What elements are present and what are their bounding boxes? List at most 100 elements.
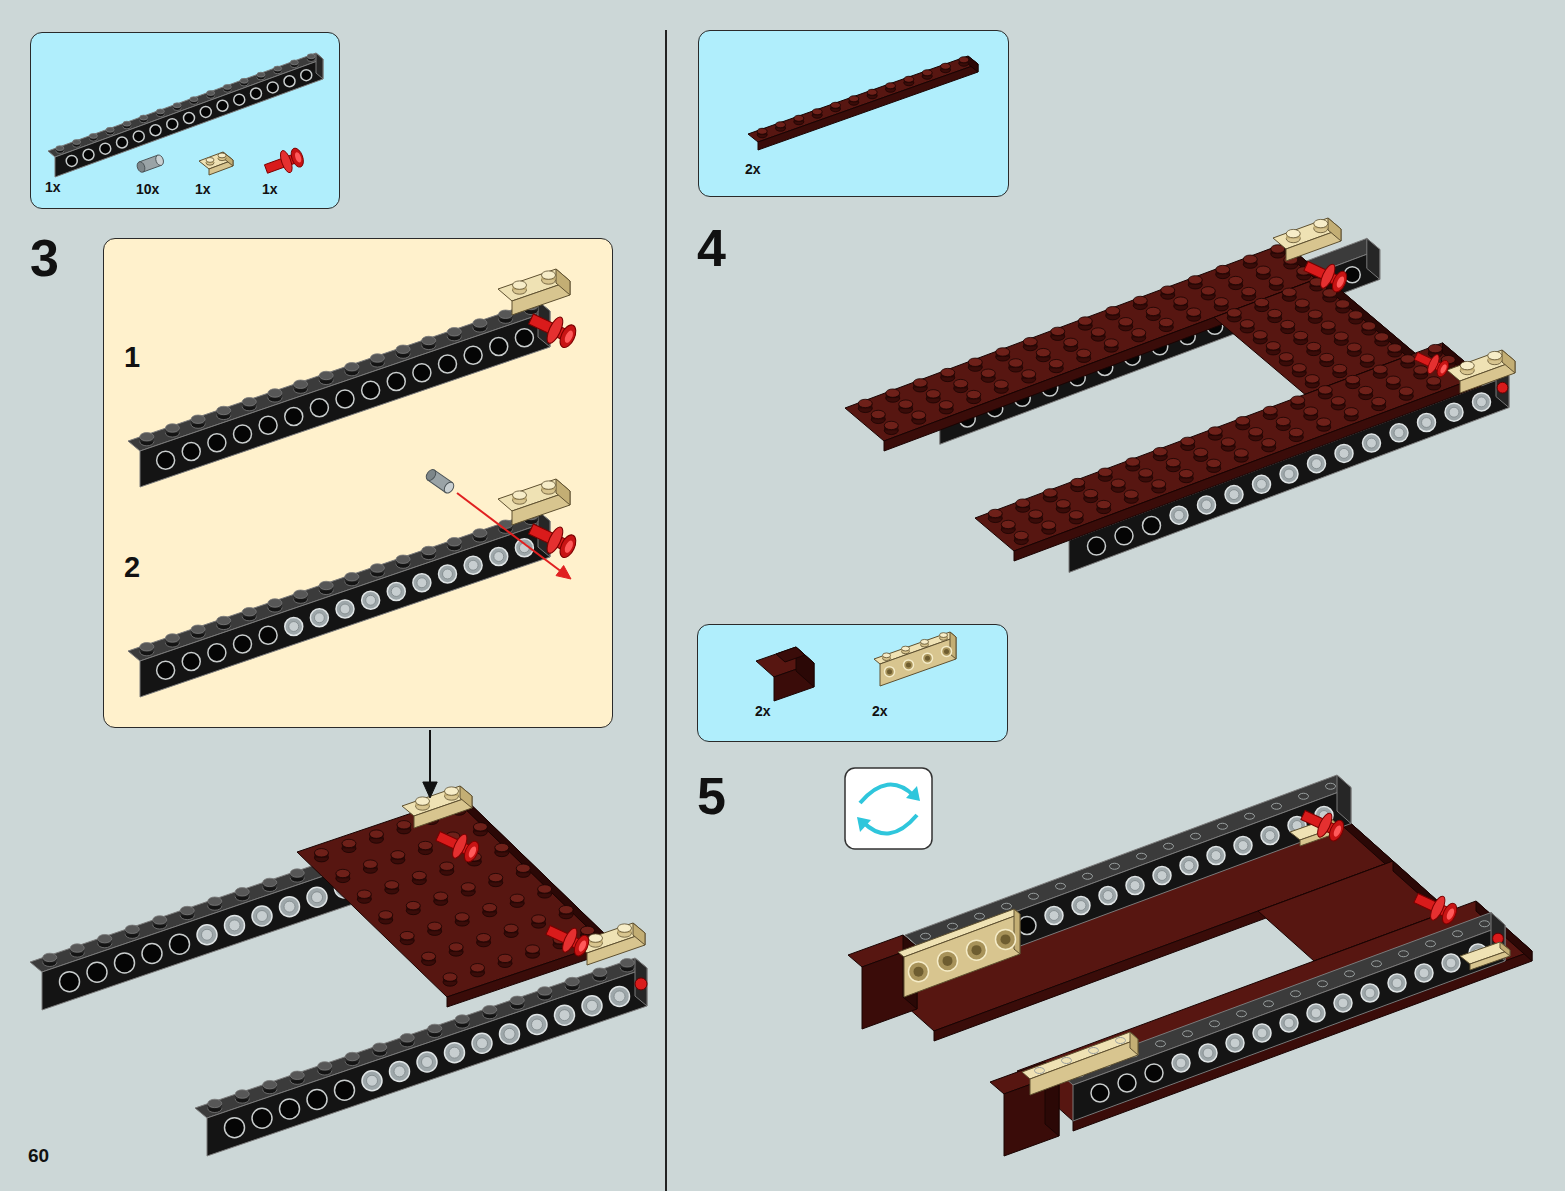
technic-beam-part	[1291, 991, 1301, 997]
technic-beam-part	[98, 934, 112, 942]
dark-red-plate-part	[1346, 375, 1360, 383]
technic-beam-part	[582, 996, 602, 1016]
dark-red-plate-part	[1281, 320, 1295, 328]
quantity-label: 10x	[136, 182, 159, 196]
technic-beam-part	[1399, 951, 1409, 957]
technic-beam-part	[394, 1066, 405, 1077]
technic-beam-part	[345, 363, 359, 371]
dark-red-plate-part	[1304, 407, 1318, 415]
technic-beam-part	[257, 911, 268, 922]
tan-plate-part	[513, 281, 527, 289]
technic-beam-part	[635, 978, 647, 990]
technic-beam-part	[1230, 1038, 1240, 1048]
technic-beam-part	[1367, 438, 1377, 448]
technic-beam-part	[56, 146, 64, 151]
technic-beam	[1059, 913, 1505, 1122]
dark-red-plate-part	[391, 851, 405, 859]
dark-red-plate-part	[1240, 320, 1254, 328]
dark-red-plate-part	[1373, 365, 1387, 373]
technic-beam-part	[1334, 994, 1352, 1012]
dark-red-plate-part	[1009, 359, 1023, 367]
insert-arrow-part	[457, 493, 560, 571]
dark-red-plate-part	[988, 509, 1002, 517]
quantity-label: 2x	[872, 704, 888, 718]
technic-beam-part	[1207, 847, 1225, 865]
technic-beam-part	[367, 1075, 378, 1086]
technic-beam-part	[1326, 783, 1336, 789]
technic-beam-part	[280, 897, 300, 917]
tan-plate-part	[445, 787, 459, 795]
dark-red-plate-part	[1359, 386, 1373, 394]
step-number: 5	[697, 770, 726, 822]
technic-beam-part	[443, 569, 453, 579]
technic-beam-part	[225, 915, 245, 935]
dark-red-plate-part	[776, 122, 786, 128]
technic-beam-part	[362, 1071, 382, 1091]
dark-red-plate-part	[532, 915, 546, 923]
technic-beam-part	[1198, 496, 1216, 514]
dark-red-plate-part	[941, 63, 951, 69]
dark-red-plate-part	[1227, 309, 1241, 317]
technic-beam-part	[1130, 881, 1140, 891]
rotate-icon-part	[863, 815, 917, 833]
technic-beam-part	[504, 1028, 515, 1039]
technic-beam-part	[208, 897, 222, 905]
dark-red-plate-part	[397, 821, 411, 829]
technic-beam-part	[115, 953, 135, 973]
parts-callout: 2x	[698, 30, 1009, 197]
technic-beam-part	[43, 953, 57, 961]
parts-callout: 1x10x1x1x	[30, 32, 340, 209]
technic-beam-part	[921, 933, 931, 939]
dark-red-plate-part	[1318, 386, 1332, 394]
tan-technic-brick-part	[1116, 1038, 1126, 1044]
dark-red-plate-part	[1106, 307, 1120, 315]
red-pin-part	[1445, 907, 1456, 920]
technic-beam-part	[1280, 1014, 1298, 1032]
dark-red-plate-part	[1017, 901, 1532, 1121]
dark-red-plate-part	[941, 368, 955, 376]
dark-red-plate-part	[1428, 344, 1442, 352]
technic-beam-part	[1091, 1084, 1109, 1102]
dark-red-plate-part	[559, 905, 573, 913]
dark-red-plate-part	[1386, 376, 1400, 384]
technic-beam-part	[1449, 407, 1459, 417]
tan-technic-brick-part	[923, 653, 933, 663]
technic-beam-part	[70, 944, 84, 952]
dark-red-plate-part	[831, 102, 841, 108]
technic-beam-part	[1363, 434, 1381, 452]
technic-beam-part	[1299, 793, 1309, 799]
step-arrow-part	[423, 782, 437, 798]
dark-red-plate-part	[1016, 499, 1030, 507]
technic-beam-part	[268, 389, 282, 397]
dark-red-plate-part	[939, 401, 953, 409]
dark-red-plate-part	[1111, 479, 1125, 487]
dark-red-plate-part	[1401, 355, 1415, 363]
dark-red-plate-part	[369, 830, 383, 838]
parts-callout: 2x2x	[697, 624, 1008, 742]
technic-beam-part	[1388, 974, 1406, 992]
dark-red-plate-part	[867, 89, 877, 95]
dark-red-plate-part	[871, 410, 885, 418]
dark-red-plate-part	[1071, 478, 1085, 486]
dark-red-plate-part	[858, 399, 872, 407]
dark-red-plate-part	[1166, 458, 1180, 466]
substep-number: 1	[124, 343, 140, 372]
technic-beam-part	[1110, 863, 1120, 869]
dark-red-plate-part	[968, 56, 978, 72]
substep-number: 2	[124, 553, 140, 582]
red-pin	[262, 145, 306, 180]
technic-beam-part	[1390, 424, 1408, 442]
technic-beam-part	[1419, 968, 1429, 978]
technic-beam-part	[422, 1057, 433, 1068]
technic-beam-part	[345, 573, 359, 581]
dark-red-plate-part	[1236, 417, 1250, 425]
technic-beam-part	[259, 416, 277, 434]
tan-plate-part	[513, 491, 527, 499]
tan-plate-part	[542, 481, 556, 489]
dark-red-plate-part	[981, 369, 995, 377]
technic-beam-part	[340, 604, 350, 614]
dark-red-plate-part	[748, 56, 978, 142]
dark-red-plate-part	[1207, 459, 1221, 467]
technic-beam-part	[1225, 486, 1243, 504]
step-4-model	[845, 218, 1515, 572]
